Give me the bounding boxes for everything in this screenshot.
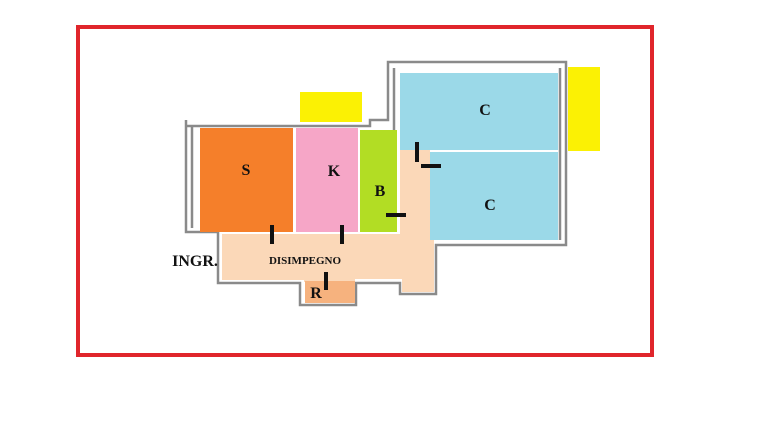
room-ripostiglio xyxy=(305,281,355,303)
room-disimpegno xyxy=(222,150,434,292)
balcony-top xyxy=(300,92,362,122)
label-ingresso: INGR. xyxy=(172,253,218,270)
label-camera-2: C xyxy=(484,197,496,214)
label-ripostiglio: R xyxy=(310,285,322,302)
label-camera-1: C xyxy=(479,102,491,119)
label-disimpegno: DISIMPEGNO xyxy=(269,255,342,267)
room-cucina xyxy=(296,128,358,232)
room-camera-2 xyxy=(430,152,558,240)
outer-walls xyxy=(184,60,568,307)
balcony-right xyxy=(568,67,600,151)
room-camera-1 xyxy=(400,73,558,150)
door-marks xyxy=(270,142,441,290)
label-cucina: K xyxy=(328,163,341,180)
room-soggiorno xyxy=(200,128,293,232)
label-bagno: B xyxy=(375,183,386,200)
label-soggiorno: S xyxy=(242,162,251,179)
red-frame xyxy=(76,25,654,357)
